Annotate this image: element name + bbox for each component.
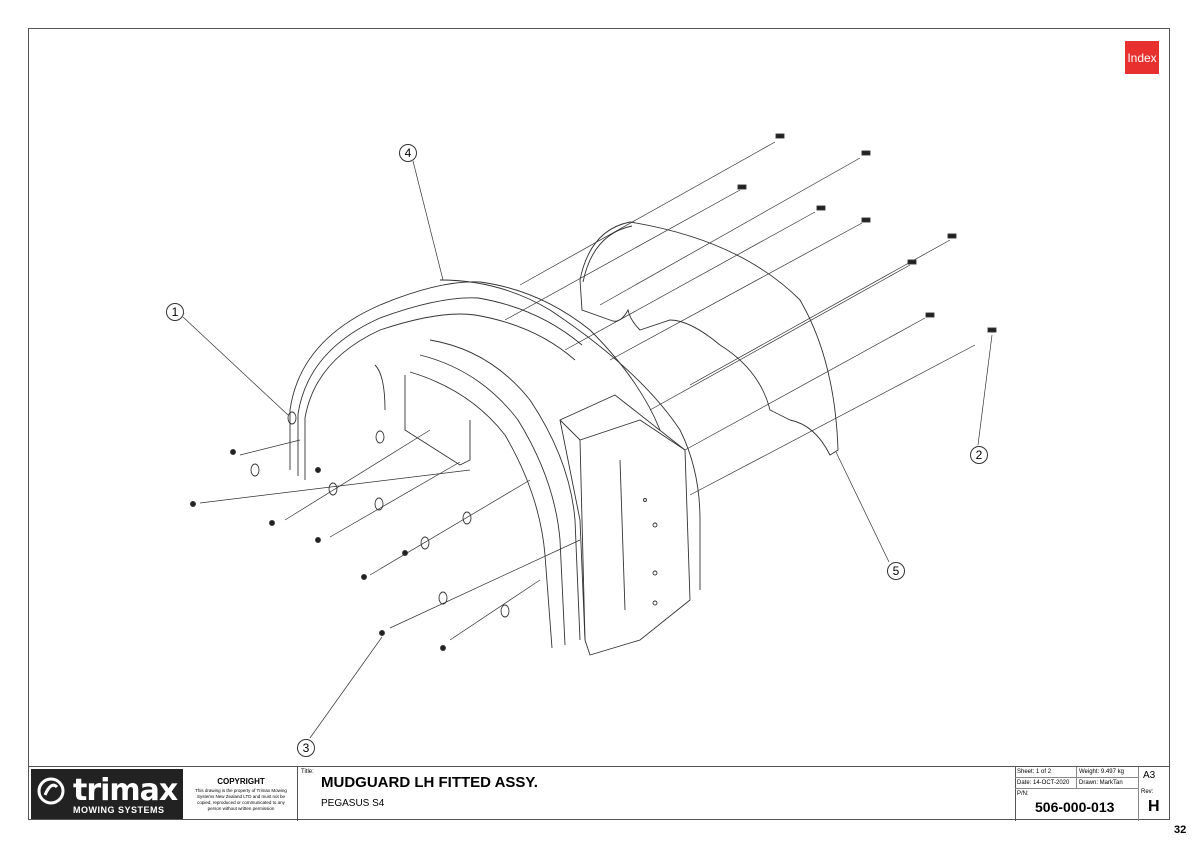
inner-plate [579, 221, 839, 456]
info-block: Sheet: 1 of 2 Weight: 9.497 kg Date: 14-… [1015, 767, 1170, 821]
title-block: trimax MOWING SYSTEMS COPYRIGHT This dra… [29, 766, 1170, 821]
drawing-title: MUDGUARD LH FITTED ASSY. [321, 774, 538, 791]
callout-3: 3 [297, 739, 315, 757]
weight-info: Weight: 9.497 kg [1077, 767, 1139, 778]
part-number: 506-000-013 [1035, 799, 1115, 815]
pn-label: P/N: [1017, 791, 1029, 797]
trimax-logo-icon [37, 777, 65, 805]
company-logo: trimax MOWING SYSTEMS [31, 769, 183, 819]
page-number: 32 [1174, 824, 1187, 836]
revision: H [1148, 798, 1160, 815]
callout-1: 1 [166, 303, 184, 321]
date-info: Date: 14-OCT-2020 [1015, 778, 1077, 789]
callout-4: 4 [399, 144, 417, 162]
leader-lines [182, 160, 993, 739]
rev-label: Rev: [1141, 789, 1154, 795]
washers [250, 411, 510, 618]
sheet-size: A3 [1143, 770, 1156, 781]
bolts [737, 133, 997, 333]
copyright-title: COPYRIGHT [217, 777, 265, 786]
index-button[interactable]: Index [1125, 41, 1159, 74]
title-label: Title: [301, 769, 314, 775]
drawing-sheet-border [28, 28, 1170, 820]
pn-cell: P/N: [1015, 789, 1139, 821]
copyright-body: This drawing is the property of Trimax M… [195, 788, 287, 811]
drawn-info: Drawn: MarkTan [1077, 778, 1139, 789]
main-guard [289, 279, 701, 656]
company-subtitle: MOWING SYSTEMS [73, 805, 165, 815]
callout-5: 5 [887, 562, 905, 580]
drawing-subtitle: PEGASUS S4 [321, 798, 385, 809]
nuts [190, 449, 446, 651]
sheet-info: Sheet: 1 of 2 [1015, 767, 1077, 778]
explode-lines [199, 141, 976, 641]
title-cell: Title: MUDGUARD LH FITTED ASSY. PEGASUS … [299, 767, 1016, 821]
copyright-block: COPYRIGHT This drawing is the property o… [185, 767, 298, 821]
callout-2: 2 [970, 446, 988, 464]
company-name: trimax [73, 773, 178, 808]
